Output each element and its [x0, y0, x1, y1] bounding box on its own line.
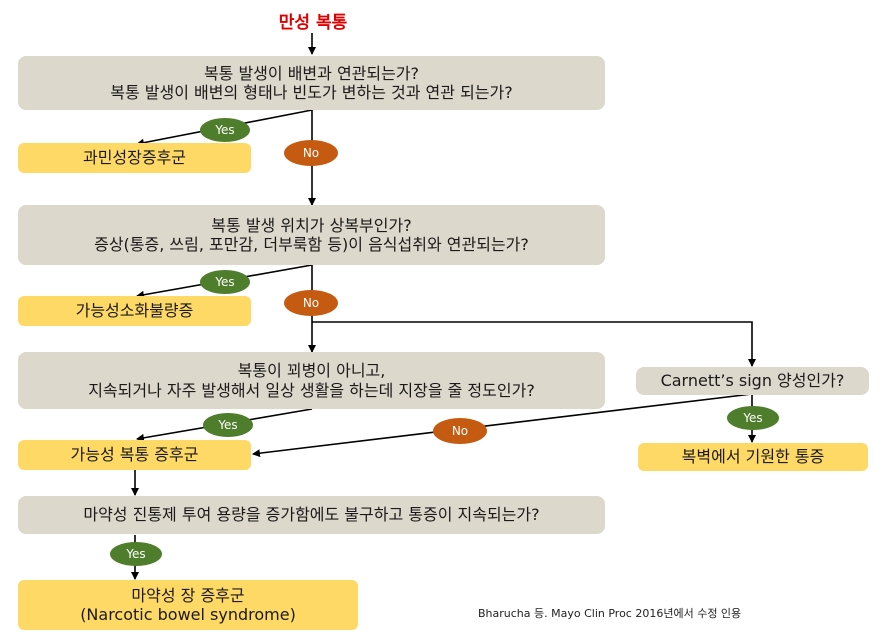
result-narcotic-bowel-line2: (Narcotic bowel syndrome): [80, 605, 296, 624]
question-persistent-pain: 복통이 꾀병이 아니고, 지속되거나 자주 발생해서 일상 생활을 하는데 지장…: [18, 352, 605, 409]
result-functional-abdominal-pain: 가능성 복통 증후군: [18, 440, 251, 470]
question-opioid-escalation: 마약성 진통제 투여 용량을 증가함에도 불구하고 통증이 지속되는가?: [18, 496, 605, 534]
result-abdominal-wall-pain: 복벽에서 기원한 통증: [638, 443, 868, 471]
yes-label-q5: Yes: [110, 542, 162, 566]
yes-label-ibs: Yes: [200, 118, 250, 142]
question-bowel-relation-line1: 복통 발생이 배변과 연관되는가?: [203, 63, 420, 83]
yes-label-q4: Yes: [727, 406, 779, 430]
result-functional-dyspepsia: 가능성소화불량증: [18, 296, 251, 326]
result-narcotic-bowel-syndrome: 마약성 장 증후군 (Narcotic bowel syndrome): [18, 580, 358, 630]
citation: Bharucha 등. Mayo Clin Proc 2016년에서 수정 인용: [478, 607, 742, 620]
question-carnett-sign: Carnett’s sign 양성인가?: [636, 367, 869, 395]
yes-label-q3: Yes: [203, 413, 253, 437]
yes-label-dyspepsia: Yes: [200, 270, 250, 294]
diagram-title: 만성 복통: [278, 13, 348, 33]
no-label-q1: No: [284, 140, 338, 166]
question-persistent-pain-line2: 지속되거나 자주 발생해서 일상 생활을 하는데 지장을 줄 정도인가?: [88, 380, 535, 400]
question-bowel-relation: 복통 발생이 배변과 연관되는가? 복통 발생이 배변의 형태나 빈도가 변하는…: [18, 56, 605, 110]
no-label-q4: No: [433, 418, 487, 444]
question-epigastric-line1: 복통 발생 위치가 상복부인가?: [211, 215, 412, 235]
question-epigastric-line2: 증상(통증, 쓰림, 포만감, 더부룩함 등)이 음식섭취와 연관되는가?: [94, 235, 529, 254]
question-bowel-relation-line2: 복통 발생이 배변의 형태나 빈도가 변하는 것과 연관 되는가?: [110, 83, 513, 102]
question-persistent-pain-line1: 복통이 꾀병이 아니고,: [237, 361, 386, 381]
no-label-q2: No: [284, 290, 338, 316]
question-epigastric: 복통 발생 위치가 상복부인가? 증상(통증, 쓰림, 포만감, 더부룩함 등)…: [18, 205, 605, 265]
result-ibs: 과민성장증후군: [18, 143, 251, 173]
result-narcotic-bowel-line1: 마약성 장 증후군: [131, 585, 245, 605]
